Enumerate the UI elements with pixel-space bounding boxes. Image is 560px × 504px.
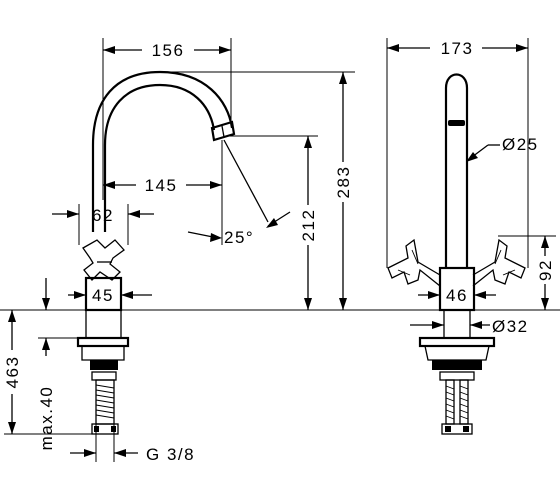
- dim-max40: max.40: [37, 386, 56, 451]
- dim-g38: G 3/8: [146, 445, 195, 464]
- dim-283: 283: [334, 166, 353, 199]
- spout-inner: [103, 83, 216, 232]
- dim-92: 92: [536, 259, 555, 281]
- dim-156: 156: [152, 41, 185, 60]
- spout-tip: [210, 120, 236, 142]
- base-plate-front: [418, 336, 496, 348]
- spout-outer: [91, 70, 234, 232]
- dim-d25: Ø25: [502, 135, 539, 154]
- front-view: 173 Ø25 92 46 Ø32: [386, 38, 556, 435]
- handle-right-front: [472, 238, 526, 287]
- dim-d32: Ø32: [492, 317, 529, 336]
- side-view: 156 283 212 145 25°: [0, 38, 560, 464]
- pipe-front: [444, 73, 469, 268]
- handle-left-front: [387, 238, 441, 287]
- dim-25deg: 25°: [224, 228, 254, 247]
- dim-145: 145: [145, 176, 178, 195]
- handle-side: [82, 239, 125, 281]
- dim-212: 212: [299, 209, 318, 242]
- dim-45: 45: [92, 286, 114, 305]
- dim-46: 46: [446, 286, 468, 305]
- dim-62: 62: [92, 206, 114, 225]
- base-plate: [76, 336, 130, 348]
- dim-463: 463: [3, 356, 22, 389]
- dim-173: 173: [441, 39, 474, 58]
